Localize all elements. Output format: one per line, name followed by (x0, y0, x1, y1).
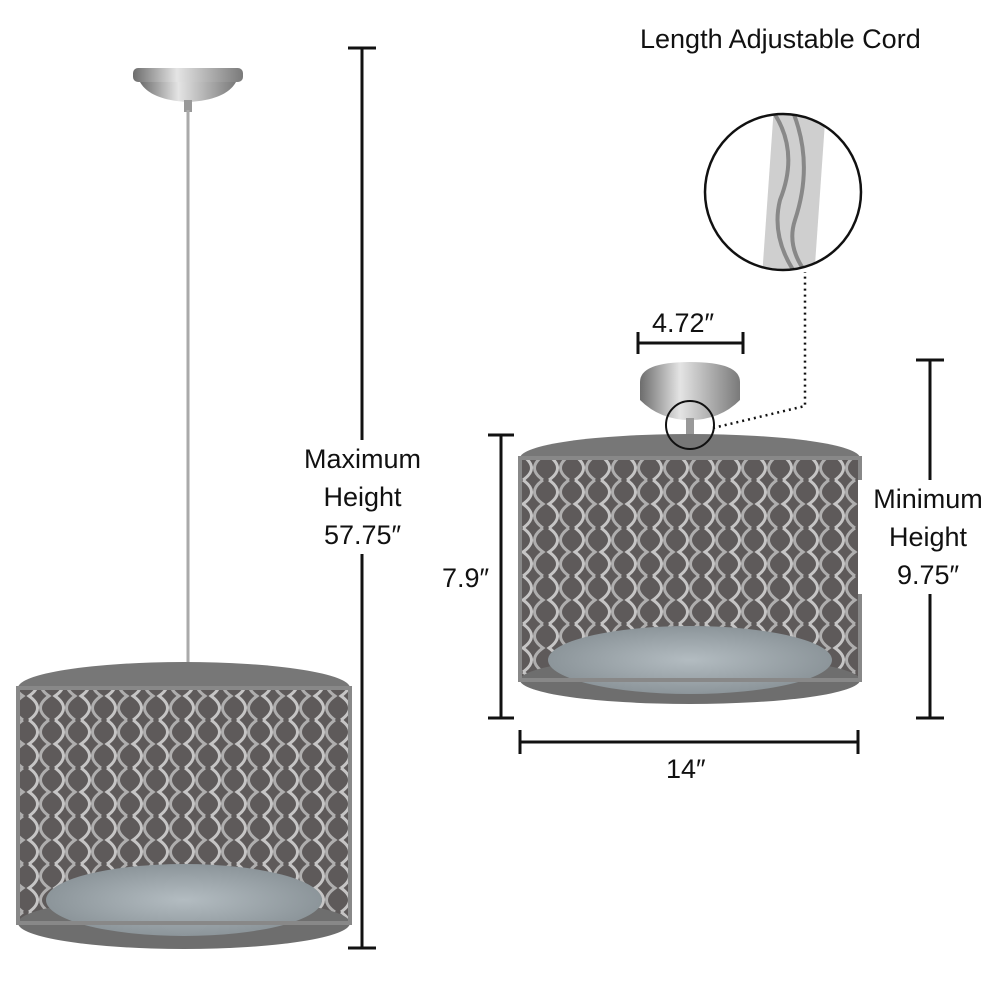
max-height-line1: Maximum (303, 444, 421, 474)
cord-magnifier (703, 112, 863, 272)
min-height-label: Minimum Height 9.75″ (858, 480, 998, 594)
shade-height-dimension-line (488, 433, 514, 720)
max-height-line2: Height (323, 482, 402, 512)
shade-height-value: 7.9″ (442, 559, 490, 597)
min-height-value: 9.75″ (896, 560, 960, 590)
max-height-value: 57.75″ (323, 520, 402, 550)
cord-highlight-circle (665, 400, 715, 450)
cord-title: Length Adjustable Cord (640, 20, 921, 58)
min-height-line1: Minimum (873, 484, 983, 514)
canopy-width-value: 4.72″ (652, 308, 715, 338)
min-height-line2: Height (888, 522, 968, 552)
max-height-label: Maximum Height 57.75″ (290, 440, 435, 554)
callout-dotted-line (712, 272, 807, 430)
canopy-width-dimension-line (636, 332, 745, 354)
shade-width-dimension-line (518, 730, 860, 754)
pendant-lamp-extended (16, 68, 352, 949)
shade-width-value: 14″ (666, 754, 706, 784)
pendant-lamp-collapsed (518, 362, 862, 704)
